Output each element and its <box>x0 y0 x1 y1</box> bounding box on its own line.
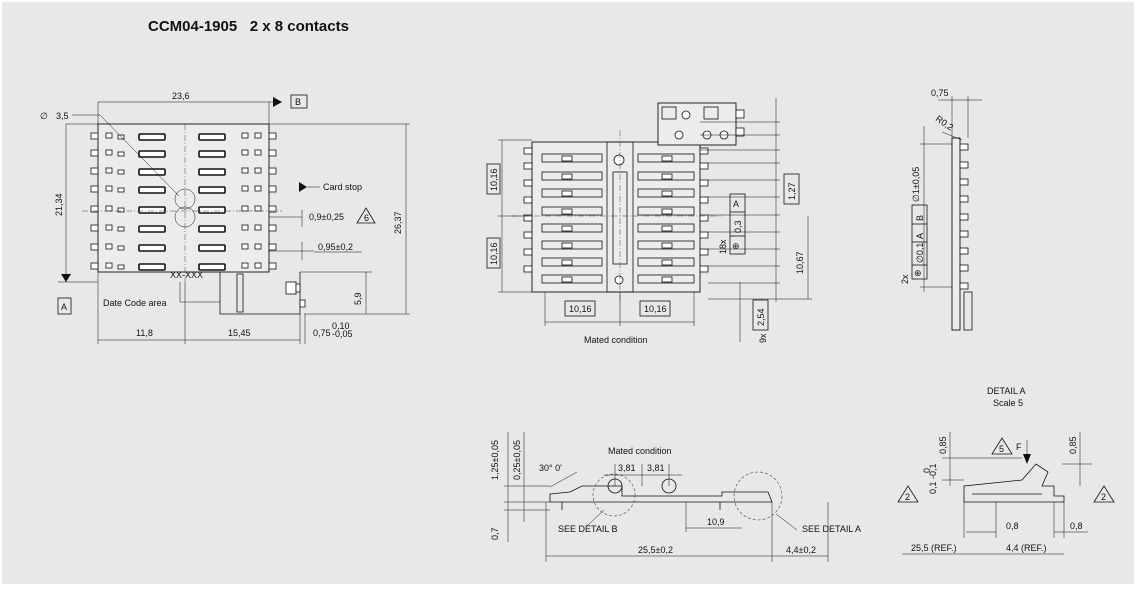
count-18x: 18x <box>718 239 728 254</box>
dim-pitch-a: 3,81 <box>618 463 636 473</box>
dim-08-left: 0,8 <box>1006 521 1019 531</box>
dim-offset-right: 15,45 <box>228 328 251 338</box>
dim-h1: 1,25±0,05 <box>490 440 500 480</box>
svg-text:∅: ∅ <box>40 111 48 121</box>
dim-offset: 4,4±0,2 <box>786 545 816 555</box>
detail-a-outline <box>963 463 1065 503</box>
dim-tol-lower: -0,1 <box>928 463 938 479</box>
flag-2-right: 2 <box>1101 492 1106 502</box>
side-datum-a: A <box>915 233 925 239</box>
flag-6: 6 <box>364 213 369 223</box>
dim-pitch-254: 2,54 <box>756 308 766 326</box>
dim-span-right: 10,16 <box>644 304 667 314</box>
card-stop-label: Card stop <box>323 182 362 192</box>
side-pin-dia: ∅1±0,05 <box>911 167 921 202</box>
side-datum-b: B <box>915 215 925 221</box>
date-code: XX-XXX <box>170 270 203 280</box>
detail-a-circle <box>733 471 783 521</box>
side-body-outline <box>951 137 961 331</box>
connector-body-outline <box>97 123 270 273</box>
dim-width: 23,6 <box>172 91 190 101</box>
dim-offset-left: 11,8 <box>136 328 153 338</box>
dim-085-right: 0,85 <box>1068 436 1078 454</box>
dim-pos-tol: 0,3 <box>733 220 743 233</box>
connector-tab-outline <box>219 272 301 315</box>
datum-ref-a: A <box>733 199 739 209</box>
contact-slots <box>138 133 226 271</box>
mated-view: 10,16 10,16 10,16 10,16 Mated condition <box>486 98 812 345</box>
date-code-area-label: Date Code area <box>103 298 167 308</box>
position-symbol: ⊕ <box>732 241 740 251</box>
technical-drawing: 23,6 B ∅ 3,5 21,34 A 26,37 Card stop <box>40 88 1115 562</box>
svg-text:⊕: ⊕ <box>914 268 922 278</box>
dim-tol-upper: 0 <box>922 468 932 473</box>
detail-b-circle <box>592 473 636 517</box>
force-label: F <box>1016 442 1022 452</box>
dim-tol-01: 0,1 <box>928 481 938 494</box>
drawing-sheet: CCM04-1905 2 x 8 contacts <box>2 2 1134 584</box>
dim-h2: 0,25±0,05 <box>512 440 522 480</box>
dim-thickness-tol-lower: -0,05 <box>332 329 353 339</box>
dim-angle: 30° 0' <box>539 463 562 473</box>
dim-stop-2: 0,95±0,2 <box>318 242 353 252</box>
dim-07: 0,7 <box>490 527 500 540</box>
flag-2-left: 2 <box>905 492 910 502</box>
datum-a-label: A <box>61 302 67 312</box>
dim-tab-height: 5,9 <box>353 292 363 305</box>
see-detail-b: SEE DETAIL B <box>558 524 618 534</box>
section-outline <box>549 485 773 503</box>
dim-085-left: 0,85 <box>938 436 948 454</box>
dim-stop-1: 0,9±0,25 <box>309 212 344 222</box>
side-view: 0,75 R0,2 ∅1±0,05 B A ∅0,1 ⊕ 2x <box>900 88 982 331</box>
dim-thickness: 0,75 <box>313 328 331 338</box>
dim-span-left: 10,16 <box>569 304 592 314</box>
mated-contacts <box>523 147 709 284</box>
dim-height: 21,34 <box>54 193 64 216</box>
ref-255: 25,5 (REF.) <box>911 543 957 553</box>
dim-pitch-b: 3,81 <box>647 463 665 473</box>
section-caption: Mated condition <box>608 446 672 456</box>
dim-length: 25,5±0,2 <box>638 545 673 555</box>
dim-pitch-upper: 10,16 <box>489 168 499 191</box>
count-9x: 9x <box>758 333 768 343</box>
detail-a-scale: Scale 5 <box>993 398 1023 408</box>
drawing-title: CCM04-1905 2 x 8 contacts <box>148 18 349 35</box>
flag-5: 5 <box>999 444 1004 454</box>
side-thickness: 0,75 <box>931 88 949 98</box>
detail-a-view: DETAIL A Scale 5 0,8 0,8 25,5 (REF.) 4,4… <box>897 386 1115 555</box>
detail-a-title: DETAIL A <box>987 386 1026 396</box>
side-count-2x: 2x <box>900 274 910 284</box>
mated-caption: Mated condition <box>584 335 648 345</box>
side-pos-tol: ∅0,1 <box>915 243 925 263</box>
dim-109: 10,9 <box>707 517 725 527</box>
dim-thickness-tol-upper: 0,10 <box>332 321 350 331</box>
see-detail-a: SEE DETAIL A <box>802 524 861 534</box>
dim-pitch-127: 1,27 <box>787 182 797 200</box>
top-view: 23,6 B ∅ 3,5 21,34 A 26,37 Card stop <box>40 91 410 344</box>
mated-body-outline <box>531 141 701 293</box>
section-view: Mated condition 3,81 3,81 30° 0' 1,25±0,… <box>490 432 861 562</box>
dim-overall-height: 26,37 <box>393 211 403 234</box>
datum-b-label: B <box>295 97 301 107</box>
dim-08-right: 0,8 <box>1070 521 1083 531</box>
dim-hole-dia: 3,5 <box>56 111 69 121</box>
ref-44: 4,4 (REF.) <box>1006 543 1047 553</box>
dim-pitch-lower: 10,16 <box>489 242 499 265</box>
dim-height-1067: 10,67 <box>795 251 805 274</box>
